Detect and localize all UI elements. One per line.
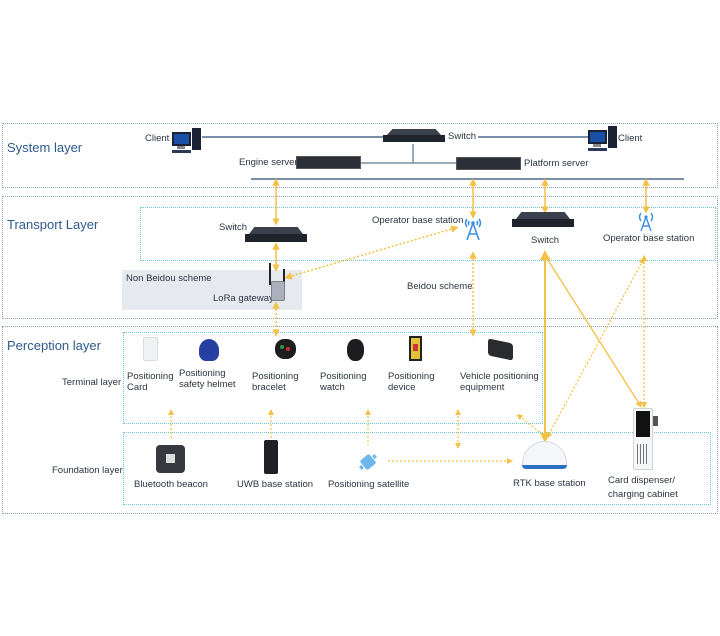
bluetooth-beacon-label: Bluetooth beacon: [134, 479, 208, 490]
operator-base-station-2-label: Operator base station: [603, 233, 695, 244]
card-dispenser-cabinet-icon: [633, 408, 658, 470]
transport-layer-box: [2, 196, 718, 319]
platform-server-icon: [456, 157, 521, 170]
card-dispenser-label: Card dispenser/charging cabinet: [608, 475, 678, 500]
operator-base-station-2-antenna-icon: [635, 210, 657, 232]
bracelet-icon: [275, 339, 296, 359]
transport-switch-right-label: Switch: [531, 235, 559, 246]
beidou-scheme-label: Beidou scheme: [407, 281, 473, 292]
watch-icon: [347, 339, 364, 361]
uwb-base-station-icon: [264, 440, 278, 474]
positioning-satellite-icon: [357, 451, 379, 473]
positioning-card-icon: [143, 337, 158, 361]
switch-icon: [383, 129, 445, 144]
foundation-layer-label: Foundation layer: [52, 465, 123, 476]
transport-layer-title: Transport Layer: [7, 217, 99, 232]
bluetooth-beacon-icon: [156, 445, 185, 473]
system-layer-title: System layer: [7, 140, 83, 155]
lora-gateway-icon: [266, 263, 288, 303]
positioning-satellite-label: Positioning satellite: [328, 479, 410, 490]
transport-switch-left-icon: [245, 227, 307, 245]
non-beidou-scheme-label: Non Beidou scheme: [126, 273, 212, 284]
rtk-base-station-label: RTK base station: [513, 478, 586, 489]
client-right-computer-icon: [588, 126, 618, 154]
operator-base-station-1-label: Operator base station: [372, 215, 464, 226]
uwb-base-station-label: UWB base station: [237, 479, 314, 490]
engine-server-icon: [296, 156, 361, 169]
platform-server-label: Platform server: [524, 158, 589, 169]
operator-2-to-rtk: [546, 257, 645, 439]
client-right-label: Client: [618, 133, 643, 144]
client-left-label: Client: [145, 133, 170, 144]
perception-layer-title: Perception layer: [7, 338, 101, 353]
safety-helmet-icon: [199, 339, 219, 361]
foundation-layer-box: [123, 432, 711, 505]
engine-server-label: Engine server: [239, 157, 298, 168]
client-left-computer-icon: [172, 128, 202, 156]
perception-layer-box: [2, 326, 718, 514]
transport-switch-left-label: Switch: [219, 222, 247, 233]
operator-to-lora: [284, 225, 459, 280]
vehicle-to-rtk: [516, 414, 543, 435]
transport-switch-right-icon: [512, 212, 574, 230]
switch-right-to-cabinet: [544, 254, 642, 408]
rtk-base-station-icon: [522, 441, 567, 471]
operator-base-station-1-antenna-icon: [461, 215, 485, 241]
lora-gateway-label: LoRa gateway: [213, 293, 274, 304]
system-layer-box: [2, 123, 718, 188]
terminal-layer-label: Terminal layer: [62, 377, 122, 388]
system-switch-label: Switch: [448, 131, 476, 142]
positioning-device-icon: [409, 336, 422, 361]
